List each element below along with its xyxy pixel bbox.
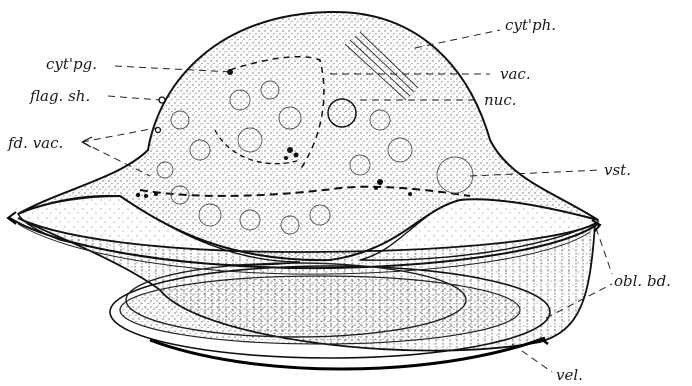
leader-cytopharynx bbox=[415, 30, 500, 48]
label-vacuole: vac. bbox=[500, 65, 531, 83]
nucleus bbox=[328, 99, 356, 127]
label-nucleus: nuc. bbox=[484, 91, 517, 109]
label-oblique-band: obl. bd. bbox=[614, 272, 671, 290]
label-velum: vel. bbox=[556, 366, 583, 384]
leader-oblique-band-1 bbox=[596, 228, 612, 274]
oblique-band-end-left bbox=[8, 212, 16, 224]
label-flagellar-sheath: flag. sh. bbox=[29, 87, 90, 105]
label-vestibule: vst. bbox=[604, 161, 631, 179]
label-cytopharyngeal-groove: cyt'pg. bbox=[46, 55, 97, 73]
central-oval-stipple bbox=[131, 267, 461, 333]
leader-food-vacuole-1 bbox=[82, 128, 156, 142]
label-cytopharynx: cyt'ph. bbox=[505, 16, 556, 34]
label-food-vacuole: fd. vac. bbox=[7, 134, 63, 152]
leader-flagellar-sheath bbox=[108, 96, 160, 100]
